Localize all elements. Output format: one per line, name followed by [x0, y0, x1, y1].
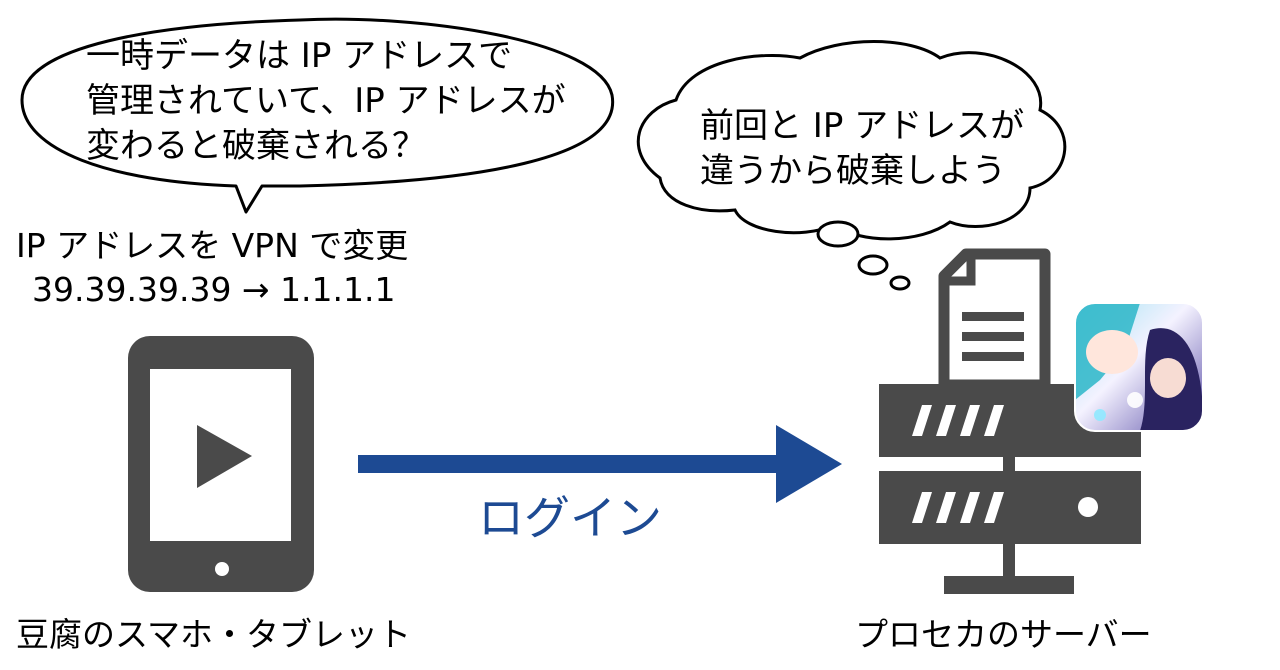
speech-bubble-text: 一時データは IP アドレスで 管理されていて、IP アドレスが 変わると破棄さ… — [86, 34, 566, 169]
speech-line-3: 変わると破棄される？ — [86, 126, 426, 166]
speech-line-1: 一時データは IP アドレスで — [86, 36, 513, 76]
speech-line-2: 管理されていて、IP アドレスが — [86, 81, 566, 121]
thought-bubble-text: 前回と IP アドレスが 違うから破棄しよう — [700, 104, 1024, 194]
tablet-label: 豆腐のスマホ・タブレット — [16, 615, 412, 654]
thought-dot-medium — [857, 254, 889, 276]
speech-bubble — [20, 17, 615, 214]
ip-change-caption: IP アドレスを VPN で変更 39.39.39.39 → 1.1.1.1 — [16, 224, 408, 312]
server-icon — [879, 384, 1141, 594]
ip-change-line-1: IP アドレスを VPN で変更 — [16, 226, 409, 265]
thought-dot-large — [816, 220, 860, 248]
login-label: ログイン — [478, 491, 662, 545]
app-icon-border — [1074, 302, 1204, 432]
app-icon — [1075, 303, 1203, 431]
thought-line-1: 前回と IP アドレスが — [700, 106, 1025, 146]
thought-dot-small — [889, 275, 911, 291]
thought-bubble — [636, 40, 1067, 291]
thought-line-2: 違うから破棄しよう — [700, 151, 1006, 191]
tablet-play-icon — [128, 336, 314, 592]
document-icon — [938, 248, 1051, 391]
login-arrow — [358, 425, 842, 503]
server-label: プロセカのサーバー — [855, 615, 1152, 654]
ip-change-line-2: 39.39.39.39 → 1.1.1.1 — [32, 270, 396, 309]
thought-cloud — [636, 40, 1067, 241]
